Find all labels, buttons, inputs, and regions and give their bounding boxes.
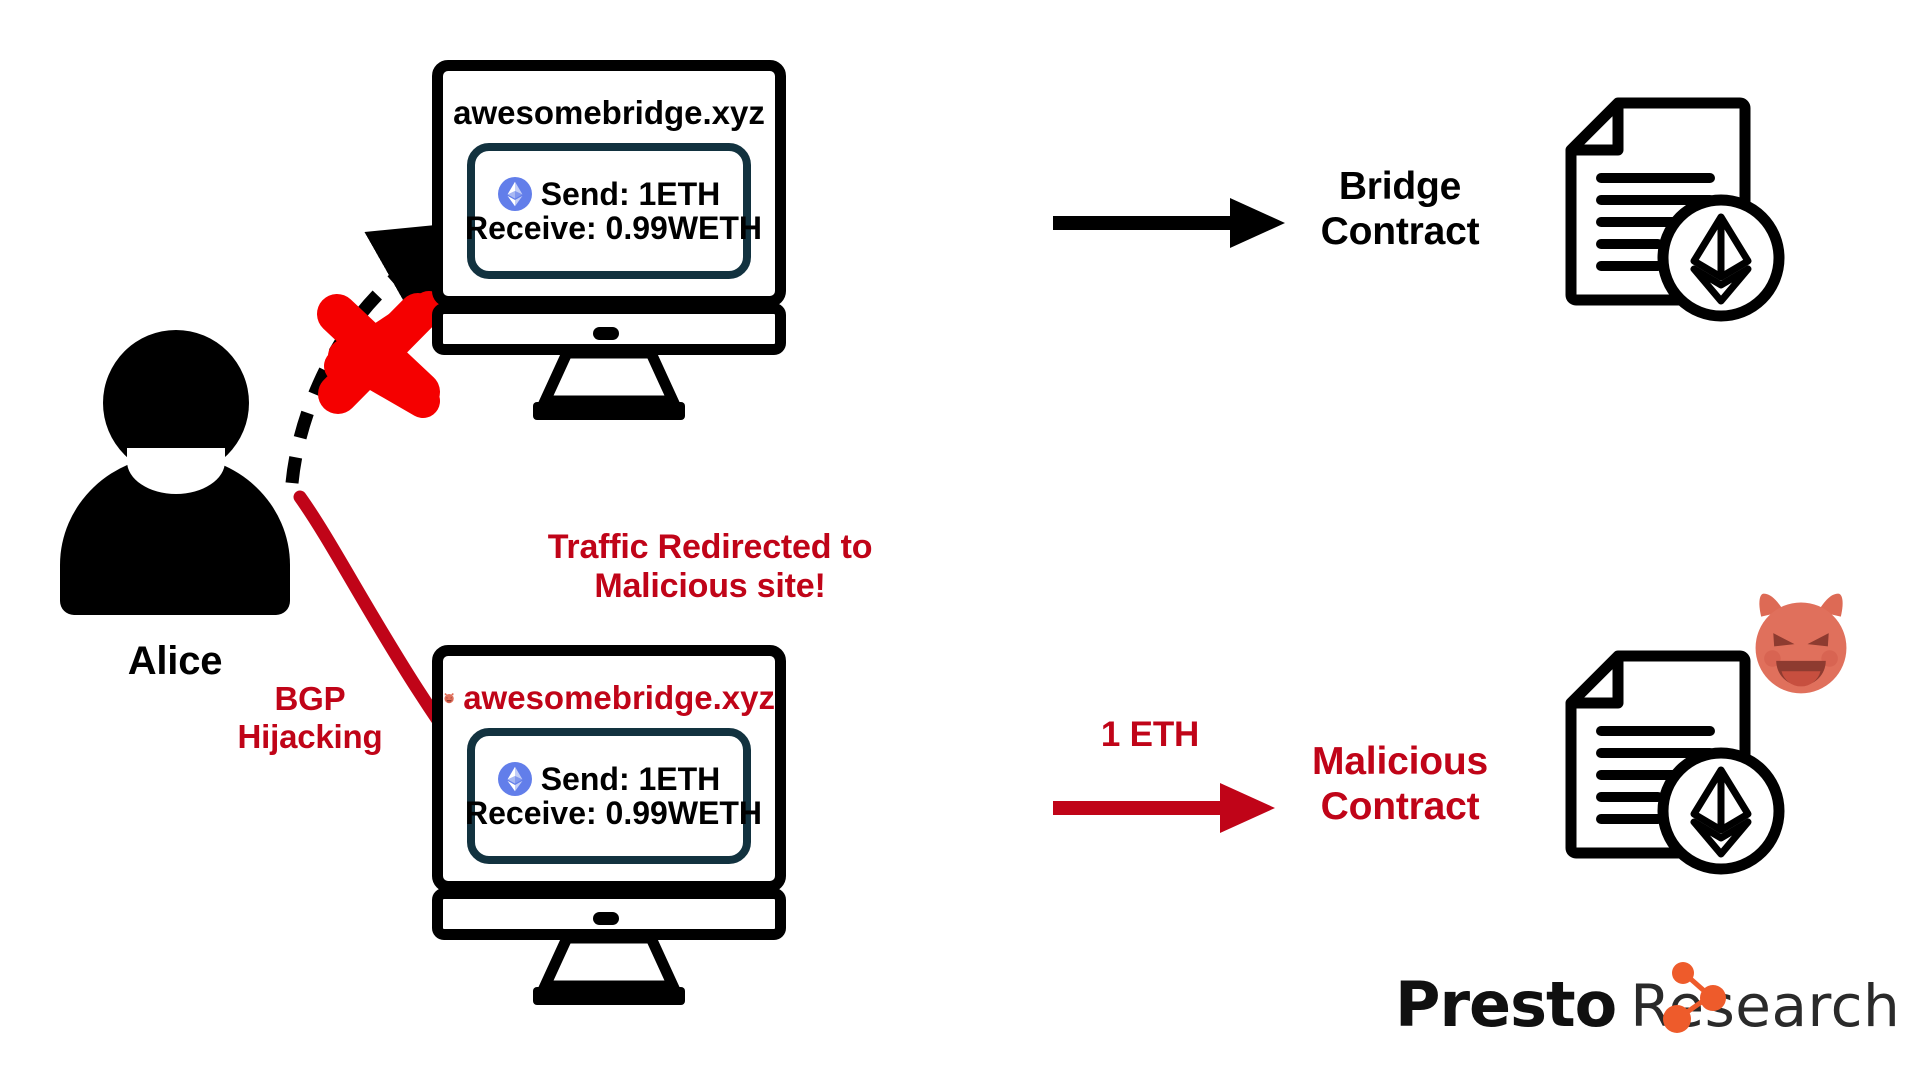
blocked-path-arrow	[285, 219, 492, 484]
bgp-label-line-2: Hijacking	[237, 717, 383, 755]
legit-monitor-stand	[536, 353, 682, 407]
one-eth-amount-label: 1 ETH	[1100, 715, 1200, 754]
bridge-contract-arrow	[1053, 198, 1285, 248]
malicious-monitor: awesomebridge.xyz Send: 1ETH	[432, 645, 786, 1005]
malicious-monitor-power-dot	[593, 912, 619, 925]
legit-send-label: Send: 1ETH	[540, 176, 721, 213]
malicious-monitor-screen: awesomebridge.xyz Send: 1ETH	[432, 645, 786, 892]
red-x-mark	[317, 291, 446, 418]
legit-site-url: awesomebridge.xyz	[453, 94, 765, 131]
bridge-contract-line-1: Bridge	[1338, 165, 1462, 208]
presto-node-mark-icon	[1663, 962, 1726, 1033]
warning-line-1: Traffic Redirected to	[547, 528, 873, 566]
alice-label: Alice	[127, 639, 223, 683]
bgp-hijacking-label: BGP Hijacking	[210, 680, 410, 756]
malicious-contract-arrow	[1053, 783, 1275, 833]
warning-line-2: Malicious site!	[594, 567, 826, 606]
bridge-contract-label: Bridge Contract	[1290, 165, 1510, 255]
legit-monitor: awesomebridge.xyz Send: 1ETH	[432, 60, 786, 420]
legit-monitor-power-dot	[593, 327, 619, 340]
malicious-receive-label: Receive: 0.99WETH	[465, 795, 763, 832]
legit-monitor-screen: awesomebridge.xyz Send: 1ETH	[432, 60, 786, 307]
ethereum-icon	[497, 762, 532, 797]
bridge-contract-document-icon	[1555, 95, 1805, 325]
bridge-contract-line-2: Contract	[1320, 209, 1480, 253]
devil-face-icon	[444, 693, 454, 704]
malicious-contract-document-icon	[1555, 648, 1805, 878]
legit-monitor-base	[432, 303, 786, 355]
legit-transaction-panel: Send: 1ETH Receive: 0.99WETH	[465, 143, 762, 279]
legit-send-row: Send: 1ETH	[475, 176, 743, 213]
malicious-contract-line-2: Contract	[1320, 784, 1480, 828]
alice-avatar	[60, 330, 290, 615]
presto-research-logo: Presto Research	[1395, 968, 1900, 1041]
ethereum-icon	[497, 177, 532, 212]
malicious-send-label: Send: 1ETH	[540, 761, 721, 798]
malicious-contract-label: Malicious Contract	[1290, 740, 1510, 830]
malicious-monitor-base	[432, 888, 786, 940]
malicious-receive-row: Receive: 0.99WETH	[465, 796, 762, 830]
malicious-monitor-stand	[536, 938, 682, 992]
malicious-send-row: Send: 1ETH	[475, 761, 743, 798]
bgp-label-line-1: BGP	[274, 680, 346, 717]
legit-receive-label: Receive: 0.99WETH	[465, 210, 763, 247]
legit-monitor-foot	[533, 402, 685, 420]
legit-receive-row: Receive: 0.99WETH	[465, 211, 762, 245]
malicious-monitor-foot	[533, 987, 685, 1005]
traffic-redirect-warning: Traffic Redirected to Malicious site!	[460, 528, 960, 606]
malicious-transaction-panel: Send: 1ETH Receive: 0.99WETH	[465, 728, 762, 864]
malicious-site-url: awesomebridge.xyz	[443, 677, 775, 719]
malicious-contract-line-1: Malicious	[1312, 740, 1488, 783]
malicious-contract-devil-badge-icon	[1742, 583, 1860, 701]
presto-wordmark: Presto	[1395, 968, 1617, 1041]
